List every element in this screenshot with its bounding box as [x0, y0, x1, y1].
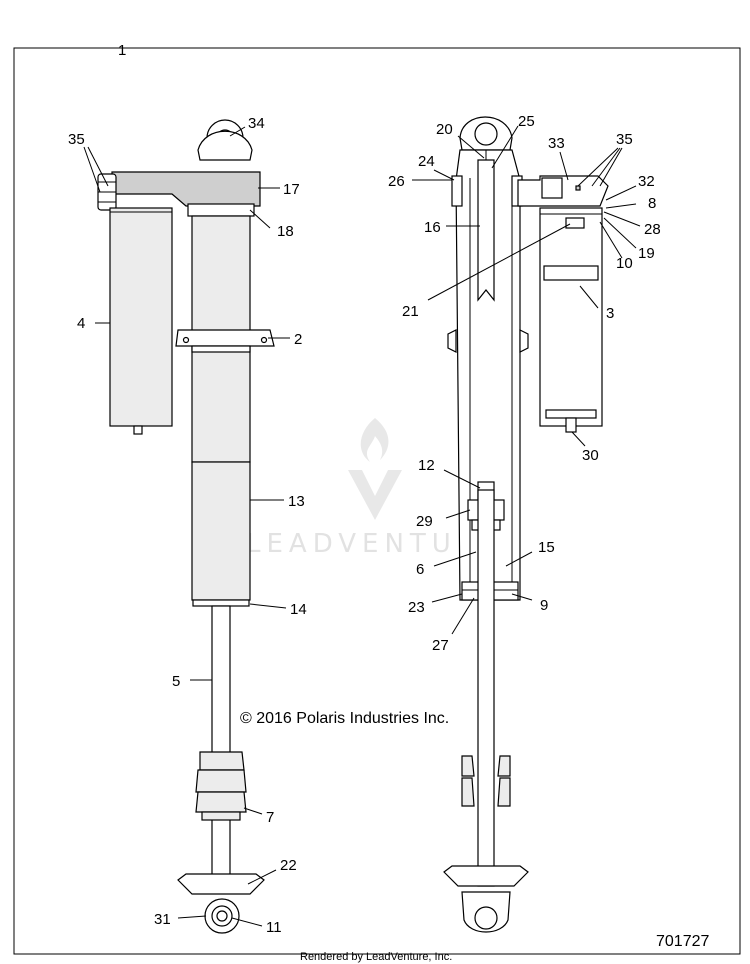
- callout-27: 27: [432, 637, 449, 654]
- callout-28: 28: [644, 221, 661, 238]
- callout-24: 24: [418, 153, 435, 170]
- diagram-part-number: 701727: [656, 933, 709, 950]
- callout-34: 34: [248, 115, 265, 132]
- callout-5: 5: [172, 673, 180, 690]
- callout-23: 23: [408, 599, 425, 616]
- left-shock-assembly: [97, 119, 275, 934]
- right-shock-section: [443, 116, 609, 933]
- callout-32: 32: [638, 173, 655, 190]
- callout-21: 21: [402, 303, 419, 320]
- callout-13: 13: [288, 493, 305, 510]
- callout-4: 4: [77, 315, 85, 332]
- callout-15: 15: [538, 539, 555, 556]
- callout-9: 9: [540, 597, 548, 614]
- watermark-text: LEADVENTURE: [246, 529, 503, 559]
- render-credit: Rendered by LeadVenture, Inc.: [300, 951, 452, 963]
- watermark-logo: [348, 418, 402, 520]
- callout-35-right: 35: [616, 131, 633, 148]
- callout-33: 33: [548, 135, 565, 152]
- diagram-frame: [13, 47, 741, 955]
- callout-14: 14: [290, 601, 307, 618]
- callout-25: 25: [518, 113, 535, 130]
- callout-35-left: 35: [68, 131, 85, 148]
- callout-18: 18: [277, 223, 294, 240]
- callout-8: 8: [648, 195, 656, 212]
- assembly-callout: 1: [118, 42, 126, 59]
- callout-10: 10: [616, 255, 633, 272]
- callout-17: 17: [283, 181, 300, 198]
- callout-30: 30: [582, 447, 599, 464]
- leader-lines: [83, 125, 641, 927]
- callouts: 1 35 34 17 18 4 2 13 14 5 7 22 31 11 20 …: [68, 42, 661, 936]
- callout-26: 26: [388, 173, 405, 190]
- callout-29: 29: [416, 513, 433, 530]
- callout-22: 22: [280, 857, 297, 874]
- callout-3: 3: [606, 305, 614, 322]
- callout-11: 11: [266, 919, 282, 936]
- callout-31: 31: [154, 911, 171, 928]
- callout-2: 2: [294, 331, 302, 348]
- callout-20: 20: [436, 121, 453, 138]
- copyright-notice: © 2016 Polaris Industries Inc.: [240, 710, 449, 727]
- callout-16: 16: [424, 219, 441, 236]
- callout-7: 7: [266, 809, 274, 826]
- callout-19: 19: [638, 245, 655, 262]
- callout-6: 6: [416, 561, 424, 578]
- callout-12: 12: [418, 457, 435, 474]
